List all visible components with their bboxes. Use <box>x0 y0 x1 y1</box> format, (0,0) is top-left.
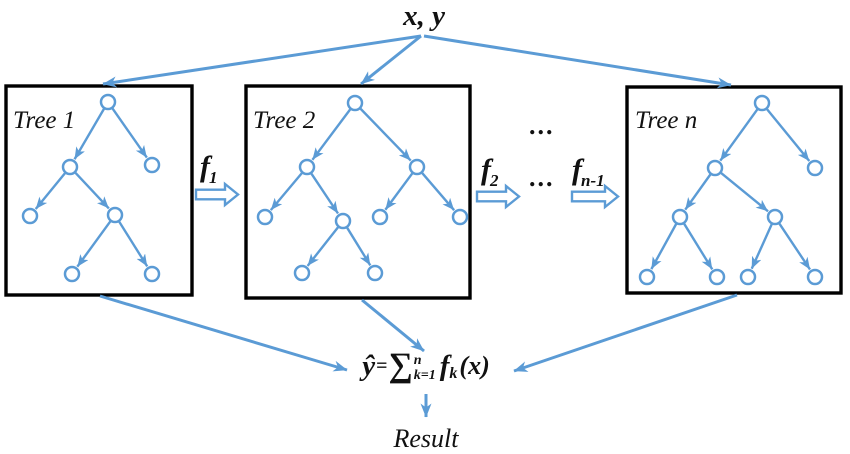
tree-node <box>671 208 689 226</box>
block-arrow <box>194 181 240 208</box>
tree-box <box>244 84 472 300</box>
function-label-n-1: fn-1 <box>572 153 606 190</box>
tree-edge <box>76 220 112 268</box>
tree-edge <box>766 108 811 162</box>
tree-edge <box>306 226 339 267</box>
flow-arrow <box>360 34 422 86</box>
tree-edge <box>650 223 678 270</box>
tree-node <box>366 264 384 282</box>
formula-yhat: ŷ <box>362 349 376 382</box>
tree-edge <box>311 108 352 161</box>
tree-node <box>371 208 389 226</box>
tree-node <box>408 158 426 176</box>
function-label-1-sub: 1 <box>209 168 218 187</box>
tree-edge <box>73 108 105 160</box>
tree-node <box>346 94 364 112</box>
formula-func-sub: k <box>449 365 458 382</box>
ellipsis-mid: ... <box>529 163 555 192</box>
tree-edge <box>111 107 148 159</box>
formula: ŷ = ∑ n k=1 f k (x) <box>331 347 521 384</box>
tree-node <box>63 265 81 283</box>
tree-node <box>806 268 824 286</box>
tree-edge <box>750 223 773 270</box>
tree-node <box>806 159 824 177</box>
function-label-2-sub: 2 <box>490 171 499 190</box>
tree-box <box>4 84 194 297</box>
tree-2-label: Tree 2 <box>253 107 316 134</box>
formula-equals: = <box>376 355 388 377</box>
tree-node <box>61 158 79 176</box>
sigma-lower-limit: k=1 <box>413 368 436 383</box>
tree-edge <box>719 108 759 162</box>
sigma-symbol: ∑ <box>388 347 413 384</box>
block-arrow <box>570 183 620 210</box>
tree-node <box>99 93 117 111</box>
tree-node <box>298 158 316 176</box>
function-label-2: f2 <box>481 153 500 190</box>
tree-node <box>766 208 784 226</box>
tree-node <box>21 207 39 225</box>
tree-edge <box>118 221 149 268</box>
function-label-n-1-base: f <box>572 153 582 186</box>
tree-edge <box>346 227 372 266</box>
tree-edge <box>359 107 412 162</box>
tree-node <box>106 206 124 224</box>
input-label: x, y <box>403 0 445 32</box>
tree-edge <box>310 172 340 215</box>
flow-arrow <box>513 293 738 373</box>
function-label-n-1-sub: n-1 <box>581 171 605 190</box>
tree-edge <box>683 223 714 270</box>
function-label-2-base: f <box>481 153 491 186</box>
formula-arg: (x) <box>459 351 490 380</box>
function-label-1: f1 <box>200 150 219 187</box>
flow-arrow <box>423 34 732 89</box>
tree-1-label: Tree 1 <box>13 107 76 134</box>
tree-node <box>638 268 656 286</box>
tree-box <box>625 85 843 295</box>
tree-n-label: Tree n <box>635 107 698 134</box>
tree-node <box>706 159 724 177</box>
tree-edge <box>421 172 456 211</box>
tree-node <box>334 212 352 230</box>
tree-edge <box>384 172 414 211</box>
tree-node <box>143 265 161 283</box>
flow-arrow <box>361 298 425 353</box>
tree-node <box>708 268 726 286</box>
flow-arrow <box>99 294 348 372</box>
ellipsis-top: ... <box>529 111 555 140</box>
tree-edge <box>269 172 303 211</box>
sigma-scripts: n k=1 <box>414 353 436 384</box>
tree-edge <box>74 172 110 210</box>
tree-edge <box>778 222 812 271</box>
tree-node <box>451 208 469 226</box>
tree-node <box>293 264 311 282</box>
formula-func: f <box>439 349 450 382</box>
tree-edge <box>720 172 769 213</box>
result-label: Result <box>393 424 459 453</box>
flow-arrow <box>102 34 422 88</box>
sigma-upper-limit: n <box>413 352 422 368</box>
tree-node <box>753 94 771 112</box>
block-arrow <box>475 183 521 210</box>
tree-node <box>739 268 757 286</box>
tree-node <box>256 208 274 226</box>
function-label-1-base: f <box>200 150 210 183</box>
tree-node <box>143 156 161 174</box>
tree-edge <box>684 173 712 211</box>
tree-edge <box>34 172 66 210</box>
